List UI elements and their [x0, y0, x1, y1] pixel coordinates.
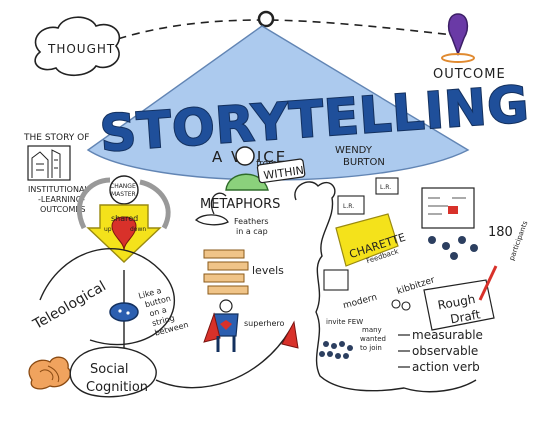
author-last-name: BURTON	[343, 157, 385, 168]
rough-draft-card	[423, 279, 495, 331]
building-sketch-icon	[27, 145, 71, 181]
hanger-ring-icon	[257, 10, 275, 28]
learning-label: -LEARNING-	[38, 195, 85, 204]
draft-label: Draft	[449, 307, 482, 326]
charette-banner	[335, 213, 399, 267]
button-hole-icon	[118, 309, 122, 313]
note-a-label: L.R.	[380, 184, 391, 191]
many-label-3: to join	[360, 344, 382, 352]
red-pen-icon	[478, 265, 498, 301]
building-lines	[31, 149, 61, 178]
superhero-icon	[203, 299, 239, 352]
shadow-curve-left	[76, 177, 111, 230]
invite-few-label: invite FEW	[326, 318, 363, 326]
cap-icon	[195, 214, 229, 226]
button-hole-icon	[126, 311, 130, 315]
kibbitzer-person-icon	[401, 301, 411, 311]
loop-arc	[39, 248, 175, 346]
change-master-badge	[109, 175, 139, 205]
social-label: Social	[90, 362, 129, 377]
thought-cloud-icon	[34, 16, 121, 77]
within-box	[256, 158, 306, 184]
modern-label: modern	[342, 293, 378, 312]
shared-label-3: down	[130, 226, 146, 233]
many-label-2: wanted	[360, 335, 386, 343]
note-card-icon	[337, 195, 365, 215]
teleological-label: Teleological	[30, 278, 109, 333]
cognition-label: Cognition	[86, 380, 148, 395]
crowd-icon	[319, 341, 353, 359]
many-label-1: many	[362, 326, 382, 334]
sketch-frame-icon	[323, 269, 349, 291]
levels-label: levels	[252, 264, 284, 277]
idea-cloud-outline	[294, 181, 477, 393]
outcomes-label: OUTCOMES	[40, 205, 86, 214]
action-verb-label: action verb	[412, 360, 480, 374]
participants-icon	[428, 236, 478, 260]
feathers-label-1: Feathers	[234, 217, 269, 226]
kibbitzer-person-icon	[391, 299, 401, 309]
flipchart-lines	[428, 197, 466, 215]
bottom-connector	[155, 329, 291, 389]
flipchart-icon	[421, 187, 475, 229]
superhero-label: superhero	[244, 319, 284, 328]
voice-within-label: WITHIN	[263, 164, 305, 183]
speaker-head-icon	[235, 146, 255, 166]
levels-stairs-icon	[203, 249, 249, 295]
feather-icon	[210, 192, 227, 215]
pin-base-ring	[441, 53, 475, 63]
note-b-label: L.R.	[343, 203, 354, 210]
measurable-label: measurable	[412, 328, 483, 342]
outcome-label: OUTCOME	[433, 67, 506, 82]
change-label: CHANGE	[110, 183, 136, 190]
button-icon	[109, 302, 139, 322]
heart-drop-icon	[111, 216, 137, 251]
master-label: MASTER	[111, 191, 136, 198]
like-label-3: on a	[148, 305, 167, 318]
note-card-icon	[375, 177, 399, 195]
institutional-label: INSTITUTIONAL	[28, 185, 89, 194]
flipchart-red-note	[448, 206, 458, 214]
feathers-label-2: in a cap	[236, 227, 268, 236]
shared-label-1: shared	[111, 214, 138, 223]
observable-label: observable	[412, 344, 478, 358]
story-of-label: THE STORY OF	[23, 133, 89, 143]
location-pin-icon	[447, 13, 469, 57]
shared-label-2: up	[104, 226, 112, 233]
brain-icon	[28, 356, 71, 390]
rough-label: Rough	[437, 292, 477, 312]
author-first-name: WENDY	[335, 145, 373, 156]
participants-count: 180	[488, 225, 513, 240]
thought-label: THOUGHT	[47, 42, 115, 56]
social-cognition-bubble	[69, 346, 157, 398]
metaphors-label: METAPHORS	[200, 197, 280, 212]
brain-folds	[39, 365, 60, 383]
shadow-curve-right	[139, 179, 171, 230]
red-arrow-icon	[281, 320, 299, 349]
speaker-body-icon	[225, 173, 269, 191]
